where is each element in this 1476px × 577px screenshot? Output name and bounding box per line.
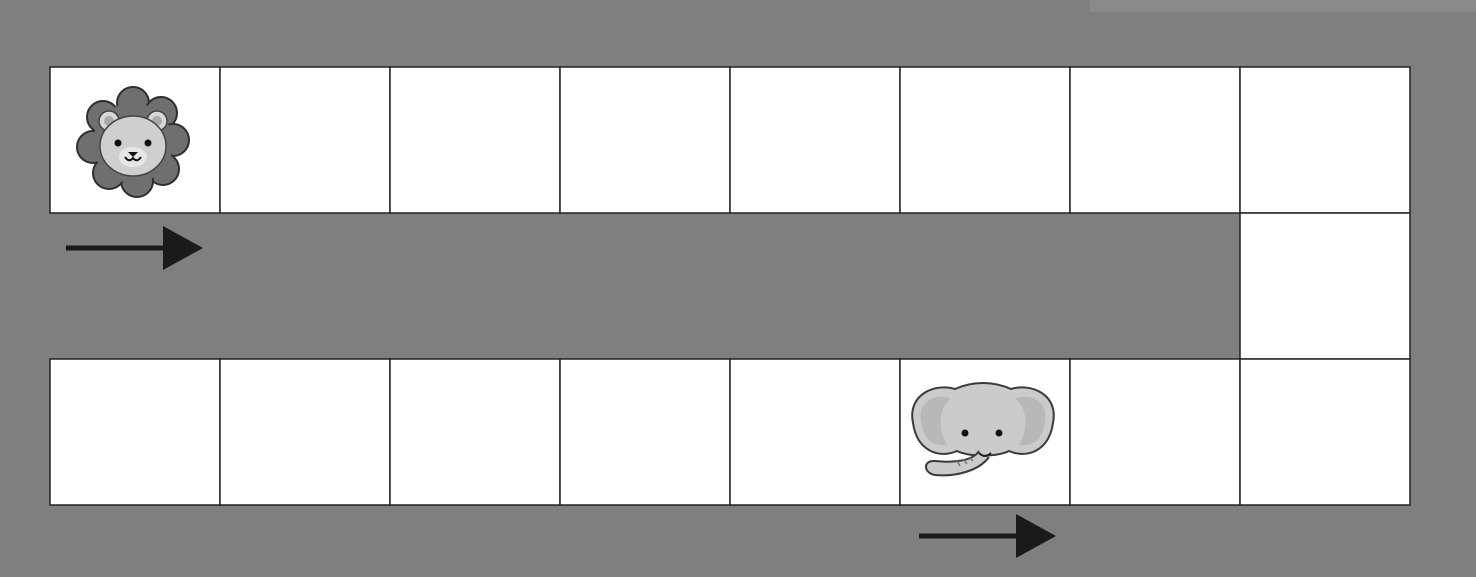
board-cell[interactable] bbox=[1070, 67, 1240, 213]
board-cell[interactable] bbox=[220, 67, 390, 213]
board-cell[interactable] bbox=[1240, 213, 1410, 359]
lion-icon bbox=[77, 87, 189, 197]
board-cell[interactable] bbox=[730, 67, 900, 213]
board-cell[interactable] bbox=[50, 359, 220, 505]
board-cell[interactable] bbox=[1240, 67, 1410, 213]
board-cell[interactable] bbox=[730, 359, 900, 505]
bottom-row bbox=[50, 359, 1410, 505]
board-corner-shading bbox=[1090, 0, 1476, 12]
board-cell[interactable] bbox=[560, 359, 730, 505]
right-column bbox=[1240, 213, 1410, 359]
board-cell[interactable] bbox=[220, 359, 390, 505]
board-cell[interactable] bbox=[1240, 359, 1410, 505]
board-cell[interactable] bbox=[900, 67, 1070, 213]
board-cell[interactable] bbox=[1070, 359, 1240, 505]
board-cell[interactable] bbox=[560, 67, 730, 213]
board-cell[interactable] bbox=[390, 67, 560, 213]
top-row bbox=[50, 67, 1410, 213]
board-cell[interactable] bbox=[390, 359, 560, 505]
